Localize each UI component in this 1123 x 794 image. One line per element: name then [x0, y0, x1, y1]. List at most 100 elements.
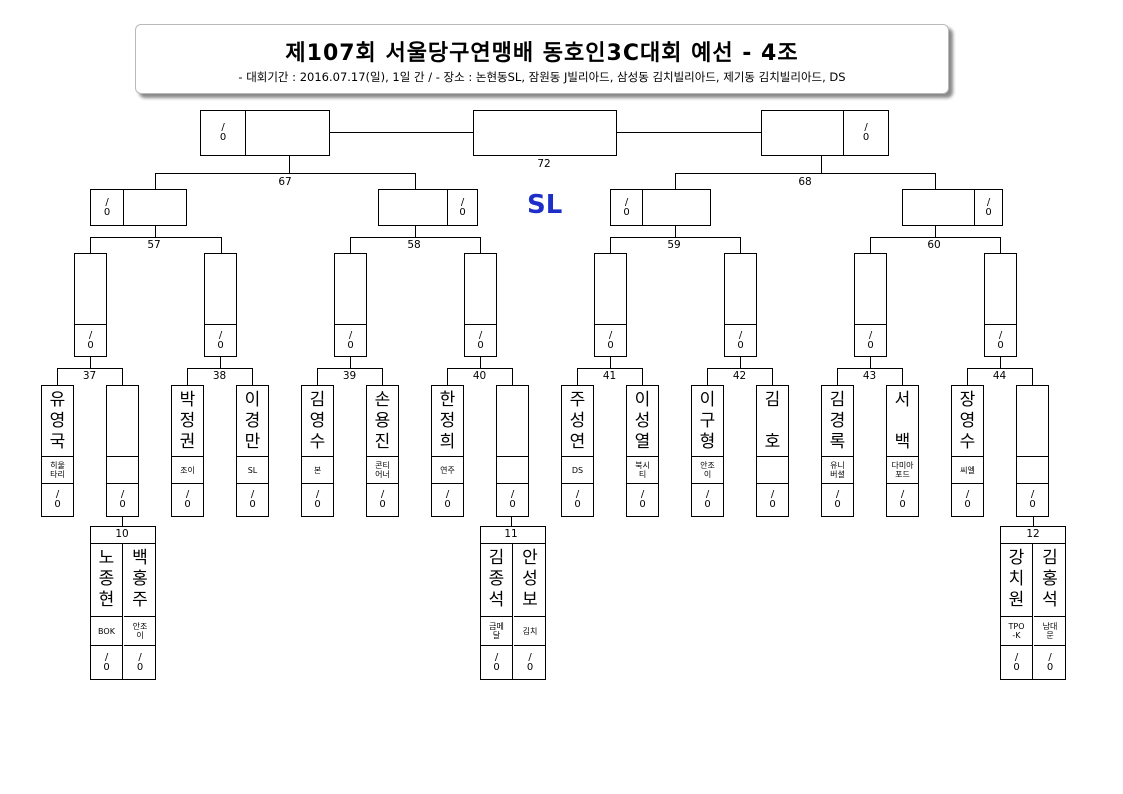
name-char: 이	[244, 390, 261, 410]
name-char: 종	[488, 569, 505, 589]
semi-slot: /0	[610, 189, 711, 226]
name-char: 희	[439, 432, 456, 452]
score-value: /	[494, 652, 499, 663]
club-text: 버셜	[830, 470, 845, 479]
score-cell: /0	[985, 324, 1016, 356]
bracket-line	[610, 237, 741, 238]
club-text: 유니	[830, 461, 845, 470]
score-value: /	[478, 330, 483, 341]
name-char: 수	[309, 432, 326, 452]
player-name	[497, 386, 528, 456]
bracket-line	[772, 368, 773, 386]
score-value: /	[770, 489, 775, 500]
score-value: /	[608, 330, 613, 341]
bracket-line	[967, 368, 1033, 369]
player-box: /0	[106, 385, 139, 517]
bracket-line	[935, 226, 936, 238]
score-value: 0	[574, 499, 581, 510]
club-text: 안조	[132, 622, 148, 631]
score-value: 0	[867, 340, 874, 351]
score-cell: /0	[201, 111, 246, 155]
score-value: /	[315, 489, 320, 500]
score-value: 0	[834, 499, 841, 510]
score-value: /	[705, 489, 710, 500]
bracket-line	[122, 517, 123, 527]
round-slot: /0	[334, 253, 367, 357]
club-text: 씨엘	[960, 465, 975, 475]
bracket-line	[870, 237, 1001, 238]
club-text: 다미아	[891, 461, 914, 470]
score-cell: /0	[952, 484, 983, 516]
bracket-line	[870, 237, 871, 254]
round-slot: /0	[74, 253, 107, 357]
semi-slot: /0	[90, 189, 187, 226]
score-cell: /0	[107, 484, 138, 516]
name-char: 만	[244, 432, 261, 452]
name-char: 영	[309, 411, 326, 431]
score-value: 0	[477, 340, 484, 351]
score-value: 0	[509, 499, 516, 510]
name-char: 성	[522, 569, 538, 589]
round-slot: /0	[464, 253, 497, 357]
bracket-line	[415, 226, 416, 238]
score-value: 0	[985, 207, 992, 218]
round-slot: /0	[204, 253, 237, 357]
score-cell: /0	[757, 484, 788, 516]
score-value: 0	[493, 662, 500, 673]
score-cell: /0	[91, 190, 124, 225]
name-char: 서	[894, 390, 911, 410]
match-number: 58	[407, 239, 421, 251]
club-text: 북시	[635, 461, 650, 470]
score-value: 0	[54, 499, 61, 510]
round-slot: /0	[854, 253, 887, 357]
score-cell: /0	[335, 324, 366, 356]
match-number: 72	[537, 158, 551, 170]
name-char: 영	[49, 411, 66, 431]
bracket-line	[187, 368, 188, 386]
name-char: 김	[764, 390, 781, 410]
score-value: 0	[103, 207, 111, 218]
score-value: 0	[862, 132, 870, 143]
player-box: /0	[1016, 385, 1049, 517]
name-char: 박	[179, 390, 196, 410]
score-value: 0	[379, 499, 386, 510]
score-value: 0	[997, 340, 1004, 351]
score-value: /	[640, 489, 645, 500]
name-char: 김	[1042, 548, 1058, 568]
score-value: 0	[526, 662, 534, 673]
club-text: -K	[1012, 631, 1021, 640]
bracket-line	[675, 173, 936, 174]
name-char: 한	[439, 390, 456, 410]
name-char: 주	[569, 390, 586, 410]
player-club	[757, 456, 788, 484]
bracket-line	[480, 526, 546, 527]
bracket-line	[610, 237, 611, 254]
score-cell: /0	[855, 324, 886, 356]
name-char: 이	[699, 390, 716, 410]
bracket-line	[1000, 526, 1066, 527]
player-name: 서 백	[887, 386, 918, 456]
score-cell: /0	[465, 324, 496, 356]
score-value: /	[528, 652, 532, 663]
round-slot: /0	[594, 253, 627, 357]
bracket-line	[837, 368, 903, 369]
score-cell: /0	[692, 484, 723, 516]
name-char: 안	[522, 548, 538, 568]
bracket-line	[480, 357, 481, 369]
score-value: 0	[964, 499, 971, 510]
score-cell: /0	[432, 484, 463, 516]
name-char: 정	[179, 411, 196, 431]
bracket-line	[1033, 517, 1034, 527]
bracket-line	[1000, 357, 1001, 369]
bracket-line	[90, 526, 156, 527]
score-value: 0	[249, 499, 256, 510]
